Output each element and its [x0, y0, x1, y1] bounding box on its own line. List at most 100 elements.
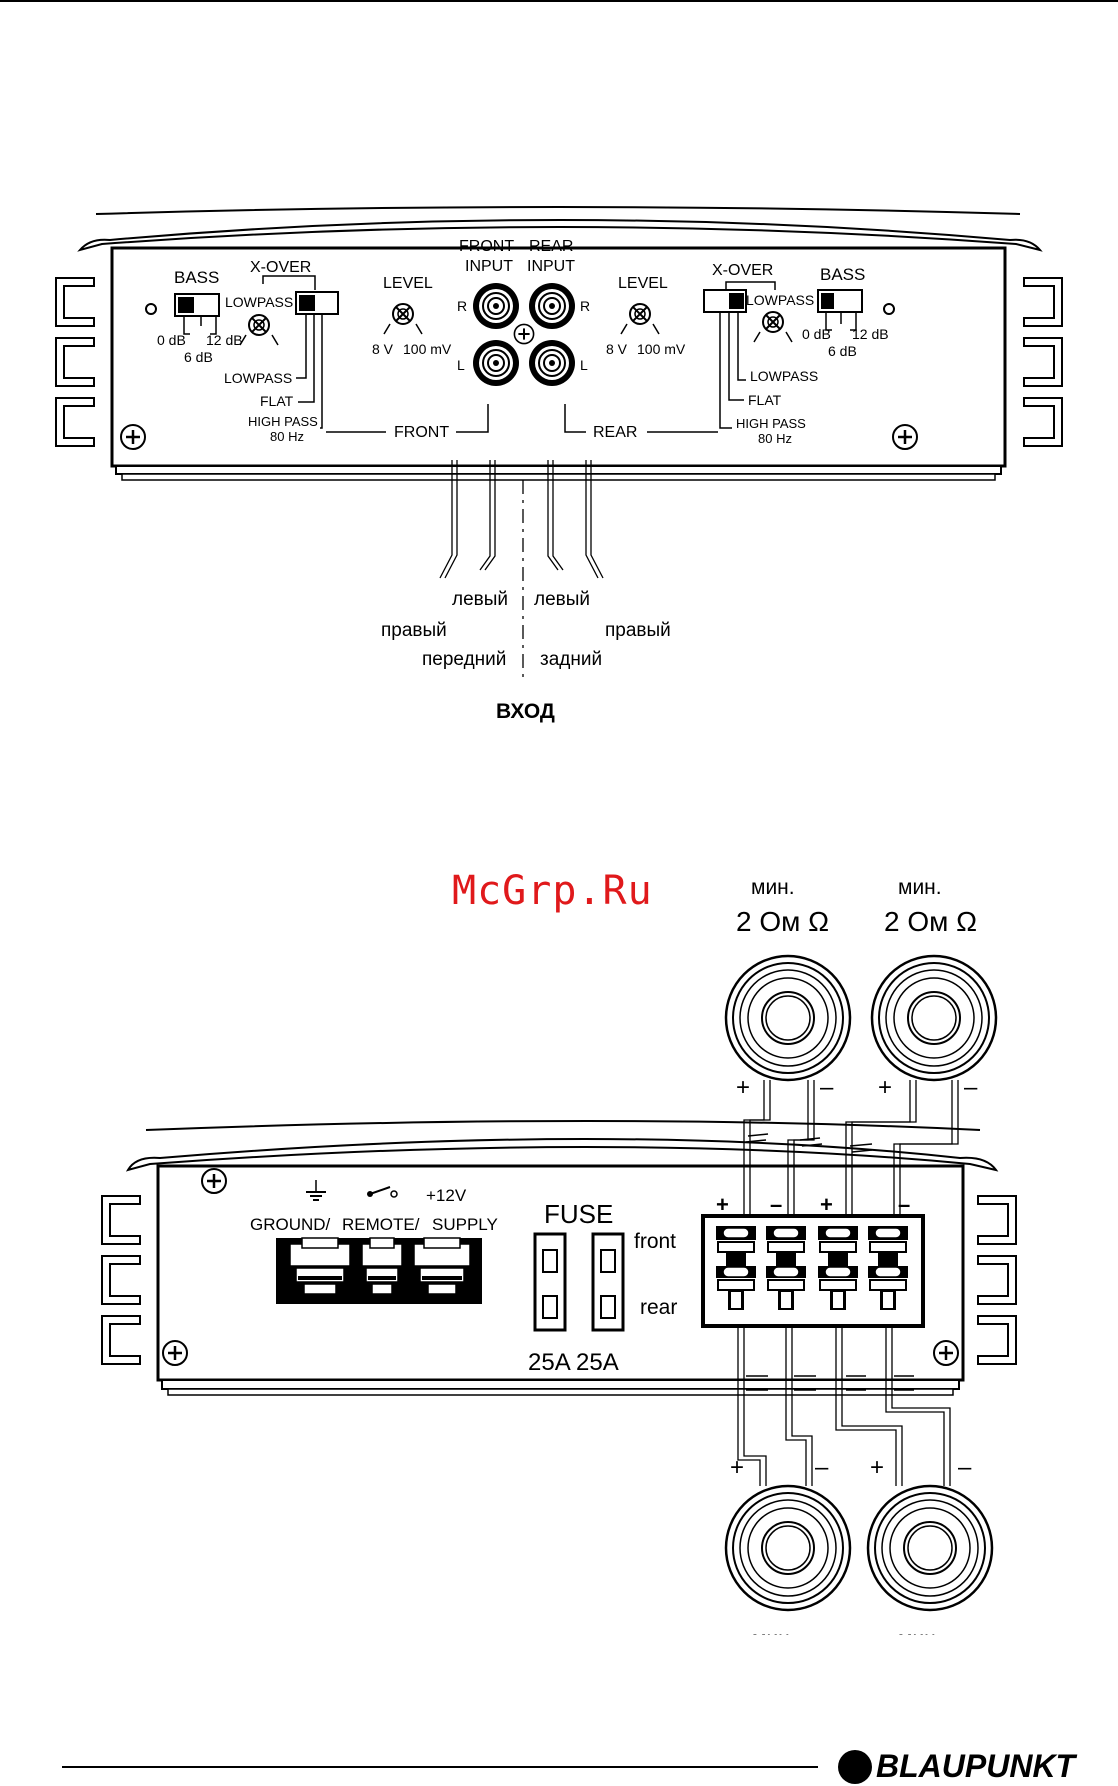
left-xover-knob-icon	[248, 314, 270, 336]
fuse-rating-label: 25A 25A	[528, 1349, 619, 1376]
term-minus-2: –	[898, 1192, 910, 1217]
right-level-8v: 8 V	[606, 341, 628, 357]
spk1-plus: +	[736, 1074, 750, 1101]
rear-right-cable-label: правый	[605, 620, 671, 641]
right-level-100mv: 100 mV	[637, 341, 686, 357]
right-lowpass-top: LOWPASS	[746, 292, 814, 308]
led-indicator-icon	[883, 303, 895, 315]
front-left-speaker-icon	[724, 954, 852, 1082]
front-left-rca-jack[interactable]	[472, 339, 520, 387]
rear-input-label-1: REAR	[529, 238, 573, 255]
plus12v-label: +12V	[426, 1186, 467, 1205]
remote-switch-icon	[367, 1186, 398, 1198]
ground-icon	[306, 1180, 326, 1201]
watermark: McGrp.Ru	[452, 868, 653, 914]
brand-name: BLAUPUNKT	[876, 1748, 1076, 1784]
footer-line	[62, 1766, 818, 1768]
spk1-minus: –	[820, 1074, 834, 1101]
input-cables	[439, 460, 604, 680]
right-level-label: LEVEL	[618, 275, 668, 292]
right-80hz-label: 80 Hz	[758, 431, 792, 446]
left-highpass-label: HIGH PASS	[248, 414, 318, 429]
panel-screw-icon	[200, 1167, 228, 1195]
left-flat-label: FLAT	[260, 393, 294, 409]
left-heatsink-fins	[55, 277, 95, 447]
rear-left-speaker-icon	[724, 1484, 852, 1612]
fuse-rear-label: rear	[640, 1296, 677, 1319]
speaker-impedance-1: 2 Ом Ω	[736, 906, 829, 937]
input-label: ВХОД	[496, 700, 555, 723]
rear-input-label-2: INPUT	[527, 258, 575, 275]
front-left-cable-label: левый	[452, 589, 508, 610]
speaker-wires	[737, 1080, 959, 1486]
panel-screw-icon	[932, 1339, 960, 1367]
center-screw-icon	[513, 323, 535, 345]
right-bass-label: BASS	[820, 265, 865, 284]
speaker-min-label-3: мин	[752, 1628, 790, 1651]
rear-left-rca-jack[interactable]	[528, 339, 576, 387]
brand-logo: BLAUPUNKT	[838, 1748, 1075, 1785]
right-flat-label: FLAT	[748, 392, 782, 408]
right-db-12: 12 dB	[852, 326, 889, 342]
right-highpass-label: HIGH PASS	[736, 416, 806, 431]
left-lowpass-label: LOWPASS	[224, 370, 292, 386]
ground-label: GROUND/	[250, 1215, 331, 1234]
panel-screw-icon	[161, 1339, 189, 1367]
left-level-100mv: 100 mV	[403, 341, 452, 357]
right-lowpass-label: LOWPASS	[750, 368, 818, 384]
term-plus-1: +	[716, 1192, 729, 1217]
spk3-minus: –	[815, 1454, 829, 1481]
panel-screw-icon	[119, 423, 147, 451]
term-plus-2: +	[820, 1192, 833, 1217]
rear-r-label: R	[580, 298, 590, 314]
rear-right-rca-jack[interactable]	[528, 282, 576, 330]
top-rule	[0, 0, 1118, 2]
front-label: FRONT	[394, 424, 449, 441]
rear-left-cable-label: левый	[534, 589, 590, 610]
spk4-plus: +	[870, 1454, 884, 1481]
front-right-cable-label: правый	[381, 620, 447, 641]
top-amplifier: BASS 0 dB 12 dB 6 dB X-OVER LOWPASS LOWP…	[55, 206, 1063, 481]
rear-cables-label: задний	[540, 649, 602, 670]
term-minus-1: –	[770, 1192, 782, 1217]
remote-label: REMOTE/	[342, 1215, 420, 1234]
right-xover-knob-icon	[762, 311, 784, 333]
right-xover-label: X-OVER	[712, 262, 773, 279]
led-indicator-icon	[145, 303, 157, 315]
front-input-label-1: FRONT	[459, 238, 514, 255]
rear-right-speaker-icon	[866, 1484, 994, 1612]
speaker-min-label-1: мин.	[751, 876, 795, 899]
left-lowpass-top: LOWPASS	[225, 294, 293, 310]
front-l-label: L	[457, 357, 465, 373]
speaker-impedance-2: 2 Ом Ω	[884, 906, 977, 937]
left-db-6: 6 dB	[184, 349, 213, 365]
front-right-rca-jack[interactable]	[472, 282, 520, 330]
panel-screw-icon	[891, 423, 919, 451]
bottom-amplifier: +12V GROUND/ REMOTE/ SUPPLY FUSE	[101, 1120, 1017, 1396]
left-db-0: 0 dB	[157, 332, 186, 348]
spk3-plus: +	[730, 1454, 744, 1481]
spk2-minus: –	[964, 1074, 978, 1101]
fuse-front-label: front	[634, 1230, 676, 1253]
left-level-8v: 8 V	[372, 341, 394, 357]
rear-l-label: L	[580, 357, 588, 373]
front-input-label-2: INPUT	[465, 258, 513, 275]
left-80hz-label: 80 Hz	[270, 429, 304, 444]
left-bass-label: BASS	[174, 268, 219, 287]
front-right-speaker-icon	[870, 954, 998, 1082]
front-r-label: R	[457, 298, 467, 314]
left-level-knob-icon	[392, 303, 414, 325]
bottom-left-heatsink-fins	[101, 1195, 141, 1365]
right-level-knob-icon	[629, 303, 651, 325]
rear-label: REAR	[593, 424, 637, 441]
left-db-12: 12 dB	[206, 332, 243, 348]
brand-dot-icon	[838, 1749, 872, 1784]
left-xover-label: X-OVER	[250, 259, 311, 276]
right-db-6: 6 dB	[828, 343, 857, 359]
spk4-minus: –	[958, 1454, 972, 1481]
right-heatsink-fins	[1023, 277, 1063, 447]
bottom-right-heatsink-fins	[977, 1195, 1017, 1365]
right-db-0: 0 dB	[802, 326, 831, 342]
speakers: мин. мин. 2 Ом Ω 2 Ом Ω + – + – + – + –	[724, 876, 998, 1612]
